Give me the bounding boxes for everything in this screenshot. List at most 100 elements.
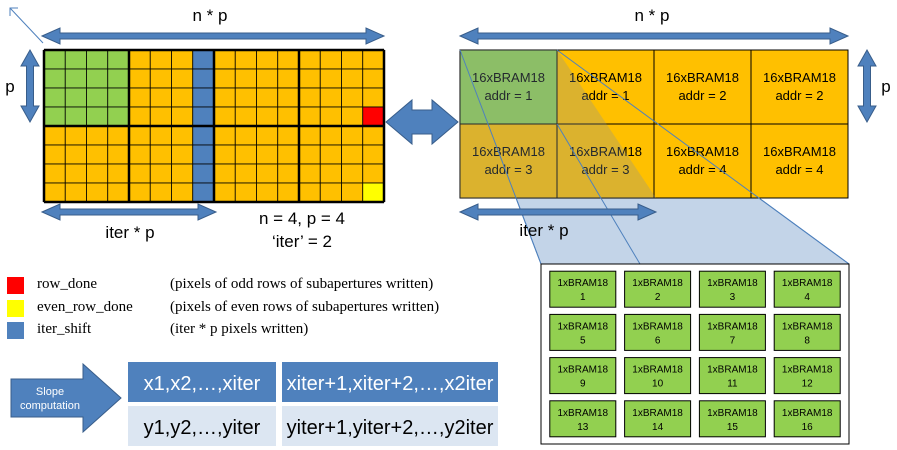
pixel-cell: [107, 68, 130, 89]
pixel-cell: [256, 144, 279, 165]
double-arrow-shape: [40, 27, 386, 45]
pixel-cell: [319, 182, 342, 203]
connect-arrow: [385, 98, 459, 146]
pixel-cell: [107, 144, 130, 165]
pixel-cell: [128, 125, 151, 146]
pixel-cell: [234, 144, 257, 165]
bram18-cell-label: 1xBRAM18: [782, 408, 833, 419]
pixel-cell: [128, 106, 151, 127]
pixel-cell: [86, 144, 109, 165]
legend-desc-row-done: (pixels of odd rows of subapertures writ…: [170, 276, 434, 292]
pixel-cell: [149, 163, 172, 184]
pixel-cell: [362, 106, 385, 127]
pixel-cell: [277, 163, 300, 184]
pixel-cell: [107, 182, 130, 203]
bram18-cell-number: 7: [730, 335, 736, 346]
legend-swatch-row-done: [7, 277, 24, 294]
iter-p-arrow-right: [458, 203, 658, 221]
bram18-cell: [549, 313, 617, 351]
bram18-cell-label: 1xBRAM18: [558, 365, 609, 376]
pixel-cell: [277, 49, 300, 70]
pixel-cell: [298, 125, 321, 146]
pixel-cell: [319, 163, 342, 184]
double-arrow-shape: [385, 98, 459, 146]
bram18-cell-label: 1xBRAM18: [782, 278, 833, 289]
bram18-cell-number: 12: [802, 379, 814, 390]
bram-cell-type: 16xBRAM18: [666, 144, 739, 159]
pixel-cell: [107, 163, 130, 184]
bram18-cell: [549, 270, 617, 308]
bram-cell-type: 16xBRAM18: [472, 144, 545, 159]
pixel-cell: [341, 87, 364, 108]
pixel-cell: [64, 144, 87, 165]
x-values-2: xiter+1,xiter+2,…,x2iter: [287, 373, 494, 395]
pixel-cell: [298, 68, 321, 89]
pixel-cell: [171, 144, 194, 165]
pixel-cell: [213, 144, 236, 165]
pixel-cell: [213, 87, 236, 108]
bram18-cell-label: 1xBRAM18: [782, 321, 833, 332]
pixel-cell: [362, 68, 385, 89]
pixel-cell: [234, 49, 257, 70]
bram18-cell-number: 1: [580, 292, 586, 303]
pixel-cell: [171, 163, 194, 184]
bram-address-cell: [750, 49, 849, 125]
bram18-cell: [698, 357, 766, 395]
pixel-cell: [149, 125, 172, 146]
bram-cell-addr: addr = 1: [581, 88, 629, 103]
pixel-cell: [64, 87, 87, 108]
pixel-cell: [319, 87, 342, 108]
bram18-cell-label: 1xBRAM18: [632, 278, 683, 289]
pixel-cell: [277, 106, 300, 127]
params-iter: ‘iter’ = 2: [272, 232, 332, 251]
pixel-cell: [298, 49, 321, 70]
legend-desc-even-row-done: (pixels of even rows of subapertures wri…: [170, 299, 440, 315]
pixel-cell: [192, 68, 215, 89]
pixel-cell: [234, 125, 257, 146]
bram18-cell-label: 1xBRAM18: [707, 321, 758, 332]
bram18-detail-grid: 1xBRAM1811xBRAM1821xBRAM1831xBRAM1841xBR…: [540, 263, 850, 445]
pixel-cell: [277, 125, 300, 146]
pixel-cell: [234, 87, 257, 108]
pixel-cell: [319, 106, 342, 127]
pixel-cell: [277, 144, 300, 165]
pixel-cell: [341, 182, 364, 203]
legend-label-even-row-done: even_row_done: [37, 299, 133, 315]
bram18-cell-label: 1xBRAM18: [632, 365, 683, 376]
pixel-cell: [86, 182, 109, 203]
legend-swatch-even-row-done: [7, 300, 24, 317]
right-width-arrow: [458, 27, 850, 45]
pixel-cell: [341, 125, 364, 146]
bram-cell-addr: addr = 3: [484, 162, 532, 177]
iter-p-arrow-left: [40, 203, 218, 221]
pixel-cell: [128, 87, 151, 108]
bram18-cell-number: 13: [577, 422, 589, 433]
bram-address-cell: [750, 123, 849, 199]
pixel-cell: [319, 144, 342, 165]
pixel-cell: [362, 182, 385, 203]
right-height-arrow: [857, 48, 877, 124]
bram-cell-addr: addr = 4: [775, 162, 823, 177]
pixel-cell: [107, 49, 130, 70]
left-height-label: p: [5, 77, 14, 96]
bram18-cell: [773, 313, 841, 351]
y-values-1: y1,y2,…,yiter: [144, 417, 261, 439]
pixel-cell: [341, 68, 364, 89]
pixel-cell: [234, 163, 257, 184]
bram-cell-addr: addr = 3: [581, 162, 629, 177]
pixel-cell: [43, 163, 66, 184]
bram-address-cell: [459, 123, 558, 199]
double-arrow-shape: [857, 48, 877, 124]
bram18-cell-number: 4: [804, 292, 810, 303]
slope-arrow: [10, 362, 122, 434]
left-width-arrow: [40, 27, 386, 45]
bram-cell-addr: addr = 2: [775, 88, 823, 103]
legend-label-iter-shift: iter_shift: [37, 321, 92, 337]
pixel-cell: [171, 87, 194, 108]
bram18-cell-label: 1xBRAM18: [558, 321, 609, 332]
bram18-cell-label: 1xBRAM18: [558, 408, 609, 419]
bram18-cell-label: 1xBRAM18: [632, 408, 683, 419]
pixel-cell: [64, 106, 87, 127]
pixel-cell: [213, 49, 236, 70]
bram18-cell-number: 9: [580, 379, 586, 390]
